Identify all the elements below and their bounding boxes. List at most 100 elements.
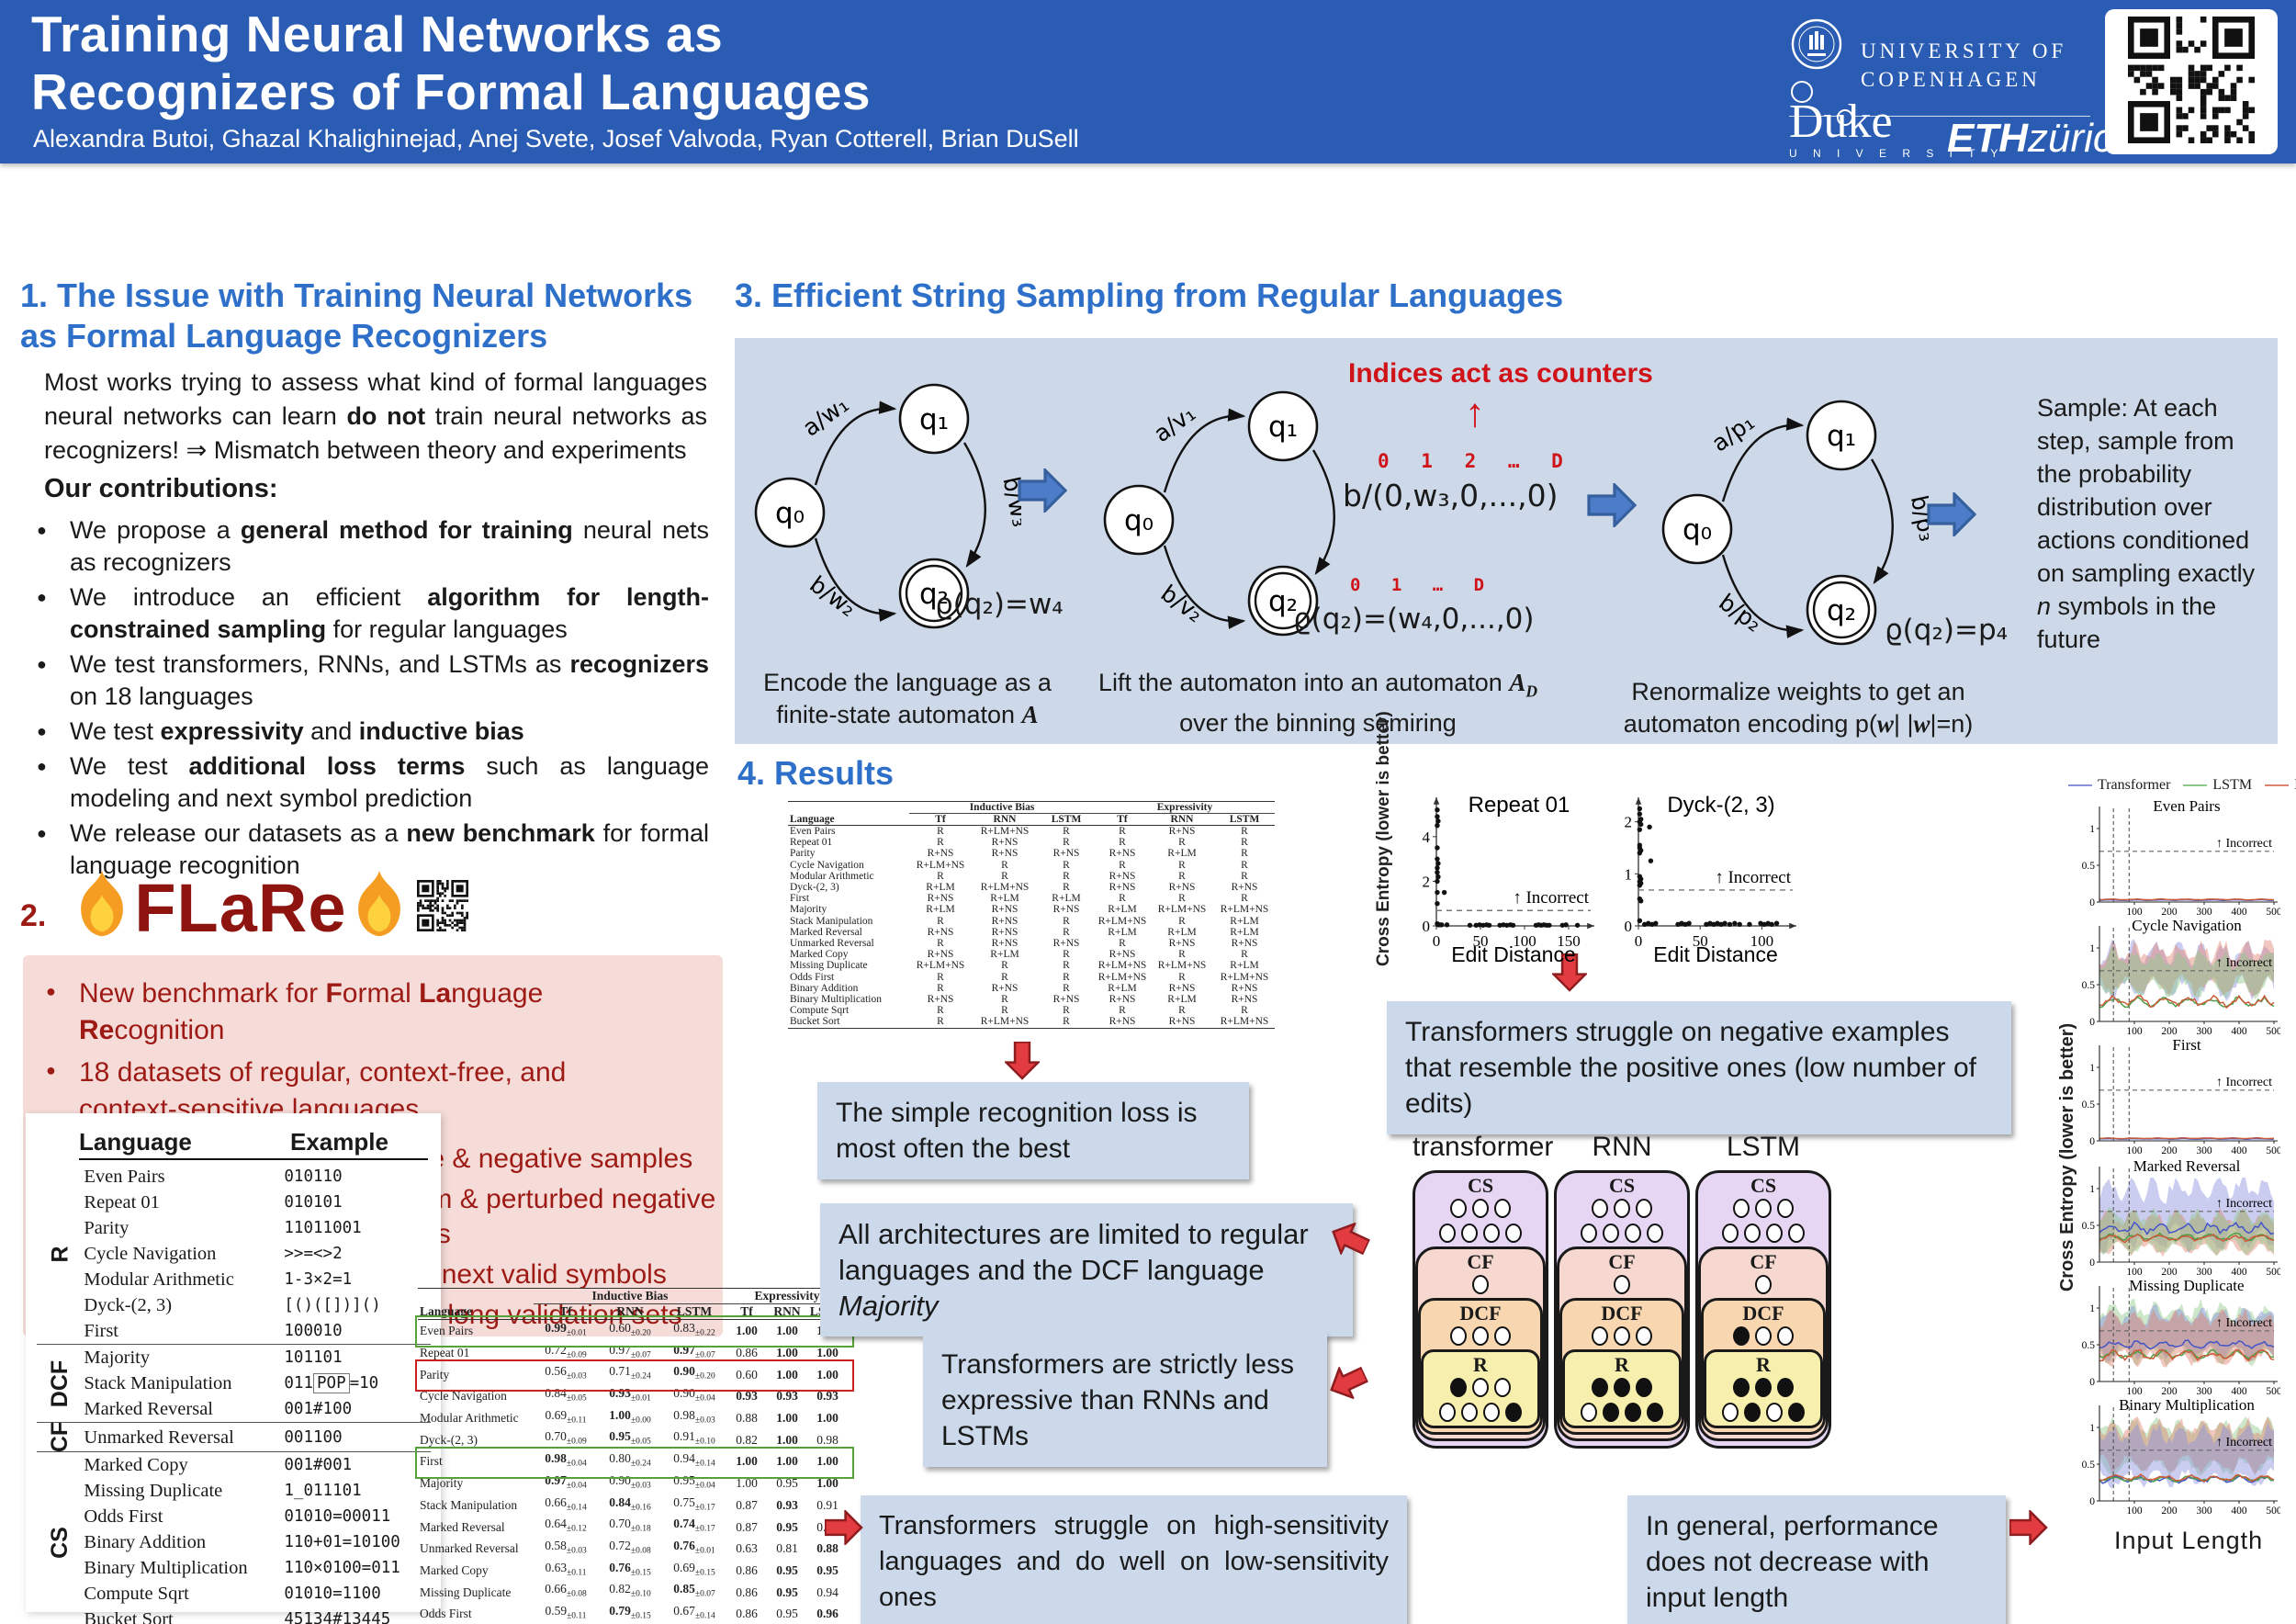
legend-entry: LSTM <box>2212 777 2253 793</box>
callout-recognition-loss: The simple recognition loss is most ofte… <box>817 1082 1249 1179</box>
row-value: R+LM <box>1230 960 1259 972</box>
ring-label: CF <box>1608 1250 1636 1273</box>
bullet-dot-icon: ● <box>37 521 47 539</box>
corner-cell <box>788 802 909 814</box>
svg-text:Edit Distance: Edit Distance <box>1451 942 1576 964</box>
row-language: Marked Reversal <box>420 1519 505 1534</box>
contribution-text: We test expressivity and inductive bias <box>70 716 709 748</box>
svg-text:500: 500 <box>2266 1386 2280 1396</box>
state-circle <box>1647 1403 1663 1422</box>
value-main: 0.95 <box>816 1562 838 1577</box>
text-segment: Transformers struggle on negative exampl… <box>1405 1017 1976 1119</box>
value-pm: ±0.16 <box>630 1503 651 1513</box>
svg-text:1: 1 <box>1625 865 1633 883</box>
circle-row <box>1698 1197 1829 1222</box>
language-example: 010110 <box>284 1167 343 1186</box>
bullet-dot-icon: ● <box>37 757 47 775</box>
row-value: R <box>1241 848 1248 860</box>
row-value: R+NS <box>1052 938 1080 950</box>
svg-text:0.5: 0.5 <box>2082 1340 2096 1351</box>
svg-text:300: 300 <box>2196 1145 2212 1156</box>
state-circle <box>1472 1275 1489 1294</box>
caption-renormalize: Renormalize weights to get an automaton … <box>1605 676 1991 740</box>
row-value: R+LM+NS <box>916 859 965 871</box>
final-weight-renormalized: ϱ(q₂)=p₄ <box>1885 614 2009 647</box>
flare-bullet: ●18 datasets of regular, context-free, a… <box>46 1054 689 1128</box>
row-value: 0.70±0.09 <box>534 1428 598 1450</box>
legend-entry: Transformer <box>2098 777 2171 793</box>
value-main: 0.83 <box>673 1321 695 1335</box>
text-segment: Most works trying to assess what kind of… <box>44 368 707 430</box>
row-value: R <box>1178 949 1186 961</box>
language-name: Cycle Navigation <box>84 1244 217 1264</box>
language-name: Bucket Sort <box>84 1609 174 1624</box>
value-main: 0.80 <box>609 1451 631 1466</box>
language-col-header: Language <box>79 1128 290 1160</box>
text-segment: on 18 languages <box>70 682 253 710</box>
row-value: R+LM <box>1167 848 1197 860</box>
circle-row <box>1698 1222 1829 1246</box>
svg-text:0: 0 <box>2089 1257 2095 1269</box>
row-value: 0.88 <box>807 1538 848 1560</box>
value-pm: ±0.04 <box>566 1481 587 1491</box>
row-value: R+NS <box>927 848 954 860</box>
state-circle <box>1722 1224 1739 1243</box>
value-main: 1.00 <box>776 1324 798 1338</box>
row-value: R+LM <box>1230 926 1259 938</box>
language-example: 110×0100=011 <box>284 1559 400 1577</box>
svg-text:300: 300 <box>2196 1386 2212 1396</box>
state-circle <box>1483 1224 1500 1243</box>
value-pm: ±0.08 <box>566 1589 587 1599</box>
contribution-text: We propose a general method for training… <box>70 514 709 579</box>
svg-text:0: 0 <box>1433 932 1441 950</box>
row-language: Unmarked Reversal <box>790 938 874 950</box>
state-circle <box>1636 1378 1652 1397</box>
legend-swatch-icon <box>2183 784 2208 786</box>
row-value: 0.91±0.10 <box>662 1428 726 1450</box>
svg-text:400: 400 <box>2231 1386 2247 1396</box>
row-value: 0.83±0.22 <box>662 1320 726 1342</box>
svg-text:500: 500 <box>2266 1026 2280 1036</box>
text-segment: algorithm for length-constrained samplin… <box>70 583 710 643</box>
corner-cell <box>418 1289 534 1304</box>
row-language: Bucket Sort <box>790 1016 840 1028</box>
row-language: Majority <box>790 904 827 916</box>
row-value: 0.69±0.11 <box>534 1407 598 1429</box>
ucph-wordmark: UNIVERSITY OF COPENHAGEN <box>1861 37 2066 94</box>
row-value: R+NS <box>991 926 1019 938</box>
row-value: 0.58±0.03 <box>534 1538 598 1560</box>
value-main: 0.95 <box>673 1472 695 1487</box>
state-circle <box>1733 1199 1750 1218</box>
row-value: 1.00 <box>767 1342 807 1364</box>
bullet-dot-icon: ● <box>37 588 47 606</box>
text-segment: w <box>1913 710 1930 738</box>
state-circle <box>1450 1326 1467 1346</box>
ucph-line1: UNIVERSITY OF <box>1861 39 2067 62</box>
value-main: 0.58 <box>545 1538 567 1552</box>
row-language: Even Pairs <box>790 826 836 837</box>
row-value: R <box>1241 949 1248 961</box>
svg-text:First: First <box>2172 1038 2200 1054</box>
svg-text:0.5: 0.5 <box>2082 1460 2096 1471</box>
state-circle <box>1439 1224 1456 1243</box>
text-segment: 18 datasets of regular, context-free, an… <box>79 1057 567 1124</box>
value-main: 0.99 <box>545 1321 567 1335</box>
red-arrow-left-icon <box>1330 1222 1371 1261</box>
value-pm: ±0.18 <box>630 1524 651 1534</box>
row-language: Cycle Navigation <box>420 1389 507 1404</box>
value-pm: ±0.09 <box>566 1350 587 1360</box>
arch-column-label: LSTM <box>1726 1132 1800 1162</box>
row-value: 0.93 <box>726 1385 767 1407</box>
